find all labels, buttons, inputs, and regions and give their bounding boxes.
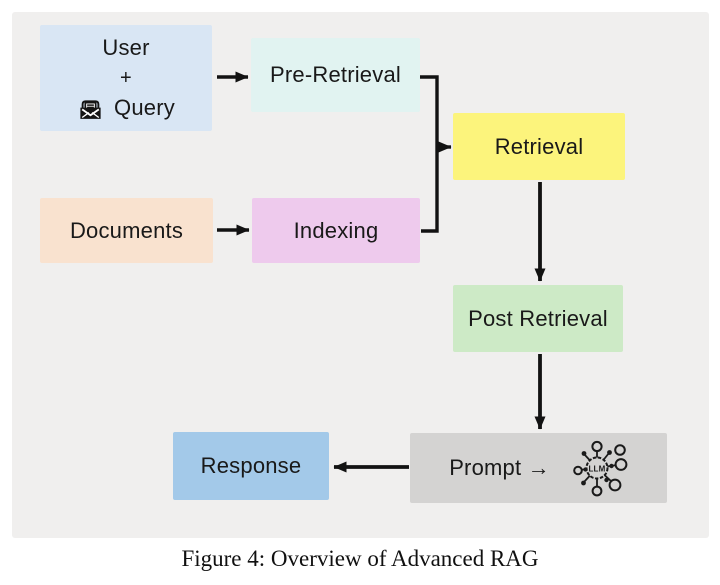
user-query-line2: + (120, 67, 132, 89)
node-label: Documents (69, 217, 184, 243)
llm-network-icon: LLM (566, 439, 628, 497)
node-prompt: Prompt → LLM (410, 433, 667, 503)
node-retrieval: Retrieval (453, 113, 625, 180)
node-label: Response (200, 453, 302, 478)
user-query-line1: User (102, 35, 150, 60)
user-query-line3: Query (114, 95, 175, 120)
node-documents: Documents (40, 198, 213, 263)
figure-caption: Figure 4: Overview of Advanced RAG (181, 546, 539, 571)
node-label: Pre-Retrieval (270, 62, 401, 87)
open-envelope-icon (77, 95, 104, 122)
node-user-query: User + Query (40, 25, 212, 131)
node-label: Indexing (293, 217, 379, 243)
node-response: Response (173, 432, 329, 500)
node-label: Retrieval (494, 133, 584, 159)
node-label: Prompt → (449, 455, 550, 480)
node-post-retrieval: Post Retrieval (453, 285, 623, 352)
llm-icon-text: LLM (588, 465, 605, 474)
node-indexing: Indexing (252, 198, 420, 263)
node-label: Post Retrieval (468, 305, 608, 331)
node-pre-retrieval: Pre-Retrieval (251, 38, 420, 112)
